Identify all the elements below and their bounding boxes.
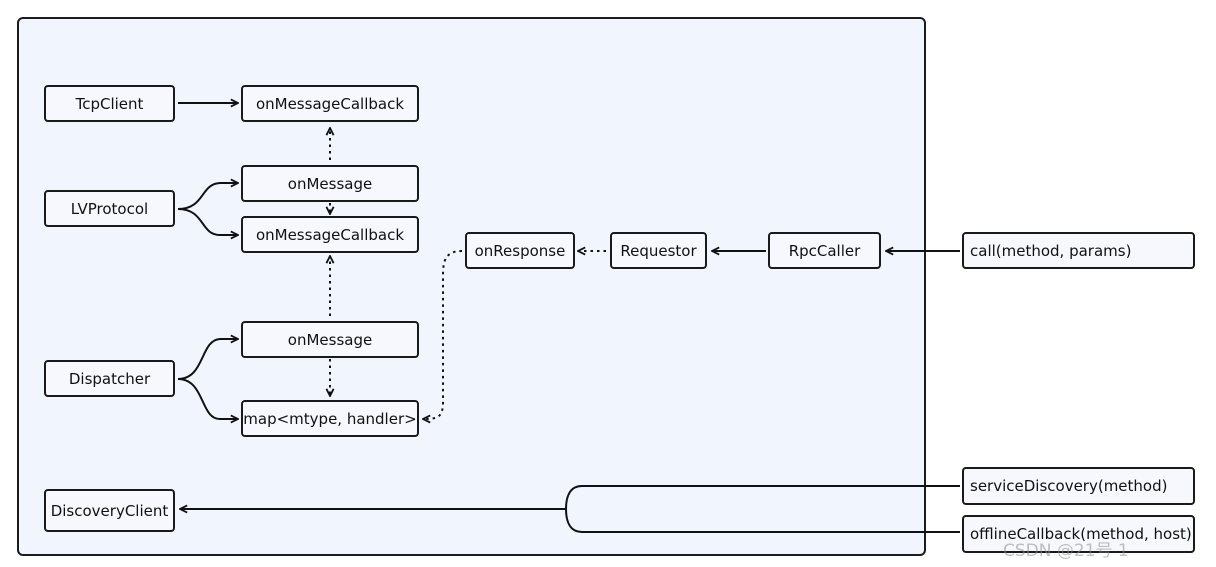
rpccaller-box: RpcCaller [768,232,881,269]
watermark: CSDN @21号 1 [1003,541,1129,561]
dotted-onresponse-to-map [423,250,463,419]
onresponse-box: onResponse [465,232,575,269]
call-method-params-box: call(method, params) [962,232,1195,269]
dispatcher-onmessage-box: onMessage [241,321,419,358]
dispatcher-map-box: map<mtype, handler> [241,400,419,437]
offlinecallback-box: offlineCallback(method, host) [962,515,1195,553]
brace-discovery [564,485,960,533]
requestor-box: Requestor [610,232,707,269]
dispatcher-box: Dispatcher [44,360,175,397]
brace-lvprotocol [177,182,238,235]
lvprotocol-box: LVProtocol [44,190,175,227]
lvprotocol-onmessage-box: onMessage [241,165,419,202]
tcpclient-box: TcpClient [44,85,175,122]
lvprotocol-onmessagecallback-box: onMessageCallback [241,216,419,253]
brace-dispatcher [177,339,238,380]
discoveryclient-box: DiscoveryClient [44,489,175,532]
servicediscovery-box: serviceDiscovery(method) [962,467,1195,505]
tcpclient-onmessagecallback-box: onMessageCallback [241,85,419,122]
